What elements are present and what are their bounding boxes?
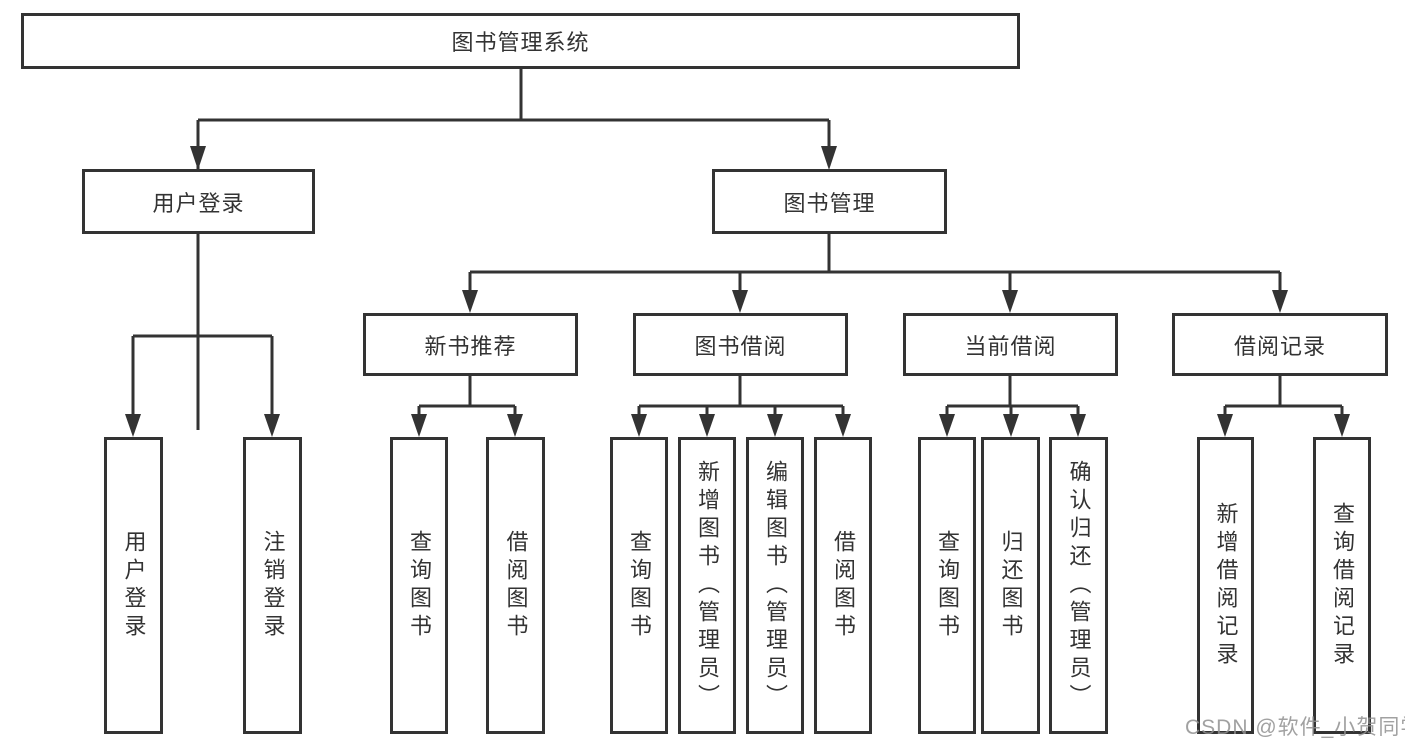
node-root-system: 图书管理系统 bbox=[21, 13, 1020, 69]
leaf-query-books-recommend-label: 查询图书 bbox=[407, 529, 432, 642]
node-book-management: 图书管理 bbox=[712, 169, 947, 234]
leaf-query-borrow-record-label: 查询借阅记录 bbox=[1330, 501, 1355, 670]
node-book-borrow-label: 图书借阅 bbox=[694, 333, 787, 359]
node-book-borrow: 图书借阅 bbox=[633, 313, 848, 376]
connector-book-borrow bbox=[637, 376, 845, 433]
leaf-user-login-label: 用户登录 bbox=[121, 529, 147, 642]
connector-borrow-records bbox=[1223, 376, 1344, 433]
leaf-logout-label: 注销登录 bbox=[260, 529, 286, 642]
node-user-login-label: 用户登录 bbox=[152, 190, 245, 216]
connector-book-management bbox=[468, 234, 1282, 309]
node-user-login: 用户登录 bbox=[82, 169, 315, 234]
leaf-add-book-admin: 新增图书（管理员） bbox=[678, 437, 736, 734]
node-new-book-recommend: 新书推荐 bbox=[363, 313, 578, 376]
node-current-borrow-label: 当前借阅 bbox=[964, 333, 1057, 359]
node-borrow-records-label: 借阅记录 bbox=[1233, 333, 1326, 359]
connector-user-login bbox=[131, 234, 274, 433]
leaf-confirm-return-admin-label: 确认归还（管理员） bbox=[1066, 459, 1092, 712]
leaf-query-books-borrow: 查询图书 bbox=[610, 437, 668, 734]
leaf-add-book-admin-label: 新增图书（管理员） bbox=[695, 459, 720, 712]
leaf-query-books-current-label: 查询图书 bbox=[935, 529, 960, 642]
leaf-edit-book-admin: 编辑图书（管理员） bbox=[746, 437, 804, 734]
node-current-borrow: 当前借阅 bbox=[903, 313, 1118, 376]
node-borrow-records: 借阅记录 bbox=[1172, 313, 1388, 376]
node-book-management-label: 图书管理 bbox=[783, 190, 876, 216]
leaf-logout: 注销登录 bbox=[243, 437, 302, 734]
leaf-borrow-books-label: 借阅图书 bbox=[831, 529, 856, 642]
leaf-query-borrow-record: 查询借阅记录 bbox=[1313, 437, 1371, 734]
connector-current-borrow bbox=[945, 376, 1080, 433]
connector-new-book bbox=[417, 376, 517, 433]
node-root-label: 图书管理系统 bbox=[451, 30, 590, 55]
leaf-return-book: 归还图书 bbox=[981, 437, 1040, 734]
leaf-add-borrow-record-label: 新增借阅记录 bbox=[1213, 501, 1239, 670]
leaf-borrow-books-recommend: 借阅图书 bbox=[486, 437, 545, 734]
leaf-query-books-recommend: 查询图书 bbox=[390, 437, 448, 734]
leaf-user-login: 用户登录 bbox=[104, 437, 163, 734]
leaf-confirm-return-admin: 确认归还（管理员） bbox=[1049, 437, 1108, 734]
leaf-return-book-label: 归还图书 bbox=[998, 529, 1024, 642]
leaf-query-books-current: 查询图书 bbox=[918, 437, 976, 734]
leaf-borrow-books-recommend-label: 借阅图书 bbox=[503, 529, 529, 642]
leaf-query-books-borrow-label: 查询图书 bbox=[627, 529, 652, 642]
watermark: CSDN @软件_小贺同学 bbox=[1185, 716, 1405, 739]
node-new-book-recommend-label: 新书推荐 bbox=[424, 333, 517, 359]
leaf-borrow-books: 借阅图书 bbox=[814, 437, 872, 734]
leaf-add-borrow-record: 新增借阅记录 bbox=[1197, 437, 1254, 734]
leaf-edit-book-admin-label: 编辑图书（管理员） bbox=[763, 459, 788, 712]
